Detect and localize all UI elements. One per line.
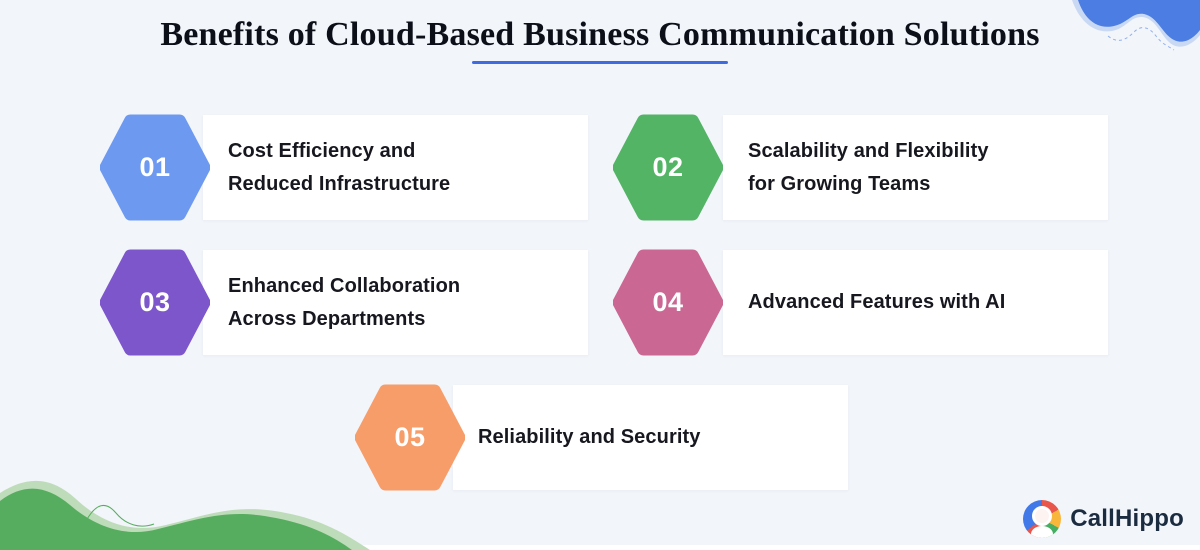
bottom-edge-strip	[0, 545, 1200, 550]
title-underline	[472, 61, 728, 64]
card-title-line: Across Departments	[228, 307, 426, 330]
card-title-line: Reduced Infrastructure	[228, 172, 451, 195]
benefit-card-3: Enhanced Collaboration Across Department…	[203, 250, 588, 355]
callhippo-logo: CallHippo	[1023, 500, 1184, 538]
badge-number: 01	[139, 152, 171, 182]
callhippo-logo-icon	[1023, 500, 1062, 538]
hexagon-badge-3: 03	[100, 249, 210, 356]
card-title-line: Enhanced Collaboration	[228, 274, 461, 297]
benefit-card-1: Cost Efficiency and Reduced Infrastructu…	[203, 115, 588, 220]
hexagon-badge-5: 05	[355, 384, 465, 491]
corner-blob-bottom-left	[0, 480, 370, 550]
callhippo-logo-text: CallHippo	[1070, 505, 1184, 532]
benefit-card-2: Scalability and Flexibility for Growing …	[723, 115, 1108, 220]
badge-number: 03	[139, 287, 171, 317]
benefit-card-4: Advanced Features with AI	[723, 250, 1108, 355]
hexagon-badge-4: 04	[613, 249, 723, 356]
page-title: Benefits of Cloud-Based Business Communi…	[160, 16, 1040, 53]
hexagon-badge-1: 01	[100, 114, 210, 221]
badge-number: 05	[394, 422, 426, 452]
benefit-card-5: Reliability and Security	[453, 385, 848, 490]
card-title-line: Advanced Features with AI	[748, 291, 1006, 313]
hexagon-icon	[613, 249, 723, 356]
badge-number: 04	[652, 287, 684, 317]
corner-blob-top-right	[1072, 0, 1200, 51]
hexagon-icon	[613, 114, 723, 221]
badge-number: 02	[652, 152, 684, 182]
card-title-line: for Growing Teams	[748, 172, 931, 195]
card-title-line: Reliability and Security	[478, 426, 701, 448]
hexagon-icon	[355, 384, 465, 491]
card-title-line: Scalability and Flexibility	[748, 139, 989, 162]
hexagon-badge-2: 02	[613, 114, 723, 221]
hexagon-icon	[100, 114, 210, 221]
card-title-line: Cost Efficiency and	[228, 139, 416, 162]
hexagon-icon	[100, 249, 210, 356]
